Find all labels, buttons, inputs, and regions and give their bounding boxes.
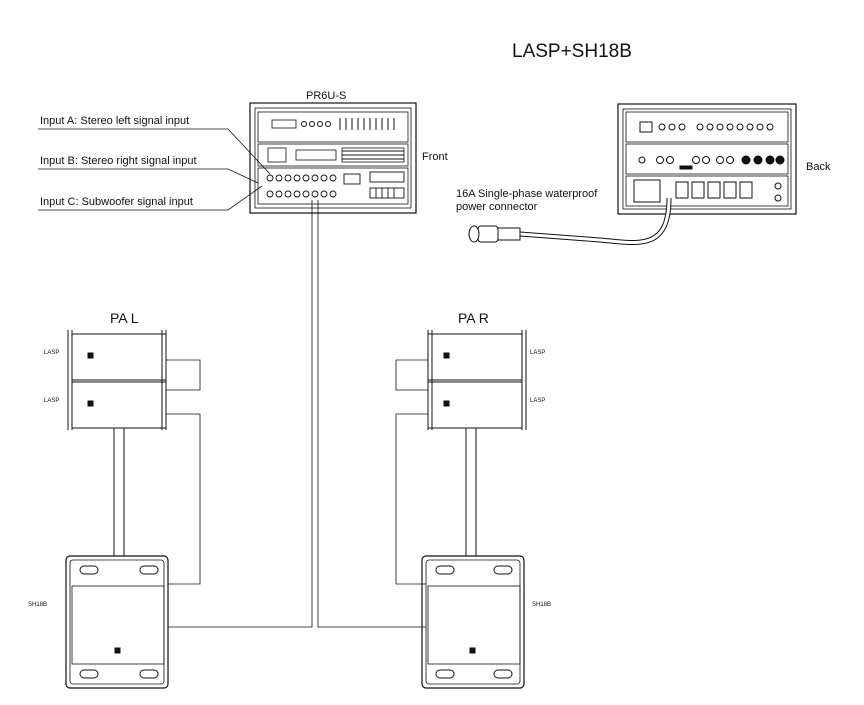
left-lasp-bottom: LASP <box>44 398 59 404</box>
front-label: Front <box>422 151 448 163</box>
back-label: Back <box>806 161 831 173</box>
right-lasp-top: LASP <box>530 350 545 356</box>
input-a-label: Input A: Stereo left signal input <box>40 115 189 127</box>
left-stack <box>65 330 201 689</box>
power-label-line1: 16A Single-phase waterproof <box>456 188 598 200</box>
power-cable <box>468 197 672 245</box>
power-label-line2: power connector <box>456 201 538 213</box>
rack-front: PR6U-S <box>249 90 417 214</box>
pa-l-label: PA L <box>110 310 139 326</box>
input-b-label: Input B: Stereo right signal input <box>40 155 197 167</box>
right-lasp-bottom: LASP <box>530 398 545 404</box>
input-c-label: Input C: Subwoofer signal input <box>40 196 193 208</box>
rack-name: PR6U-S <box>306 90 346 102</box>
input-leader-lines <box>38 128 271 211</box>
signal-cables <box>168 200 426 628</box>
left-sub-label: SH18B <box>28 602 47 608</box>
pa-r-label: PA R <box>458 310 489 326</box>
right-stack <box>395 330 527 689</box>
diagram-title: LASP+SH18B <box>512 41 632 62</box>
right-sub-label: SH18B <box>532 602 551 608</box>
rack-back <box>617 103 797 215</box>
left-lasp-top: LASP <box>44 350 59 356</box>
